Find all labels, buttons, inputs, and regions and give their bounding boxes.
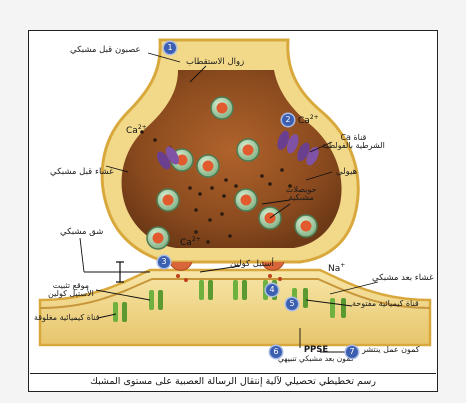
label-receptor-site: موقع تثبيت الأستيل كولين — [48, 281, 94, 299]
label-ca-channel-line1: قناة Ca — [340, 133, 367, 142]
label-receptor-site-line1: موقع تثبيت — [52, 281, 90, 290]
ion-text: Ca — [298, 116, 310, 126]
label-vesicles-line2: مشبكية — [288, 193, 314, 203]
label-psps-line1: PPSE — [303, 345, 329, 355]
step-badge-3: 3 — [158, 256, 170, 268]
label-closed-channel: قناة كيميائية مغلوقة — [34, 313, 100, 322]
label-action-potential: كمون عمل ينتشر — [362, 345, 420, 354]
calcium-ion-label-bottom: Ca2+ — [180, 236, 201, 248]
step-badge-5: 5 — [286, 298, 298, 310]
step-badge-7: 7 — [346, 346, 358, 358]
label-receptor-site-line2: الأستيل كولين — [48, 289, 94, 299]
sodium-ion-label: Na+ — [328, 262, 345, 274]
label-vesicles: حويصلات مشبكية — [286, 185, 317, 203]
label-postsynaptic-membrane: غشاء بعد مشبكي — [372, 273, 434, 283]
ion-charge: 2+ — [309, 114, 319, 121]
ion-text: Ca — [126, 126, 138, 136]
step-badge-6: 6 — [270, 346, 282, 358]
calcium-channels — [157, 130, 319, 170]
ion-charge: + — [340, 262, 346, 269]
label-psps: PPSE كمون بعد مشبكي تنبيهي — [278, 346, 354, 363]
label-presynaptic-membrane: غشاء قبل مشبكي — [50, 167, 114, 177]
ion-charge: 2+ — [137, 124, 147, 131]
leader-lines — [79, 52, 379, 353]
label-vesicles-line1: حويصلات — [286, 185, 317, 194]
ion-text: Na — [328, 264, 341, 274]
figure-caption: رسم تخطيطي تحصيلي لآلية إنتقال الرسالة ا… — [90, 376, 376, 387]
step-badge-2: 2 — [282, 114, 294, 126]
postsynaptic-neuron — [38, 268, 432, 347]
caption-divider — [30, 373, 436, 374]
label-synaptic-cleft: شق مشبكي — [60, 227, 104, 237]
label-depolarization: زوال الاستقطاب — [186, 57, 245, 67]
calcium-ion-label-right: Ca2+ — [298, 114, 319, 126]
label-ca-channel-line2: الشرطية بالفولطية — [322, 141, 385, 151]
cleft-bracket — [116, 261, 124, 283]
label-psps-line2: كمون بعد مشبكي تنبيهي — [278, 353, 355, 363]
label-open-channel: قناة كيميائية مفتوحة — [352, 299, 419, 308]
postsynaptic-membrane-line — [39, 278, 431, 309]
ion-text: Ca — [180, 238, 192, 248]
step-badge-4: 4 — [266, 284, 278, 296]
calcium-ion-label-left: Ca2+ — [126, 124, 147, 136]
label-acetylcholine: أستيل كولين — [230, 259, 274, 269]
label-ca-channel: قناة Ca الشرطية بالفولطية — [322, 133, 385, 151]
acetylcholine-release — [169, 261, 285, 282]
ion-charge: 2+ — [191, 236, 201, 243]
label-cytoplasm: هيولى — [336, 167, 358, 177]
step-badge-1: 1 — [164, 42, 176, 54]
label-presynaptic-neuron: عصبون قبل مشبكي — [70, 45, 141, 55]
